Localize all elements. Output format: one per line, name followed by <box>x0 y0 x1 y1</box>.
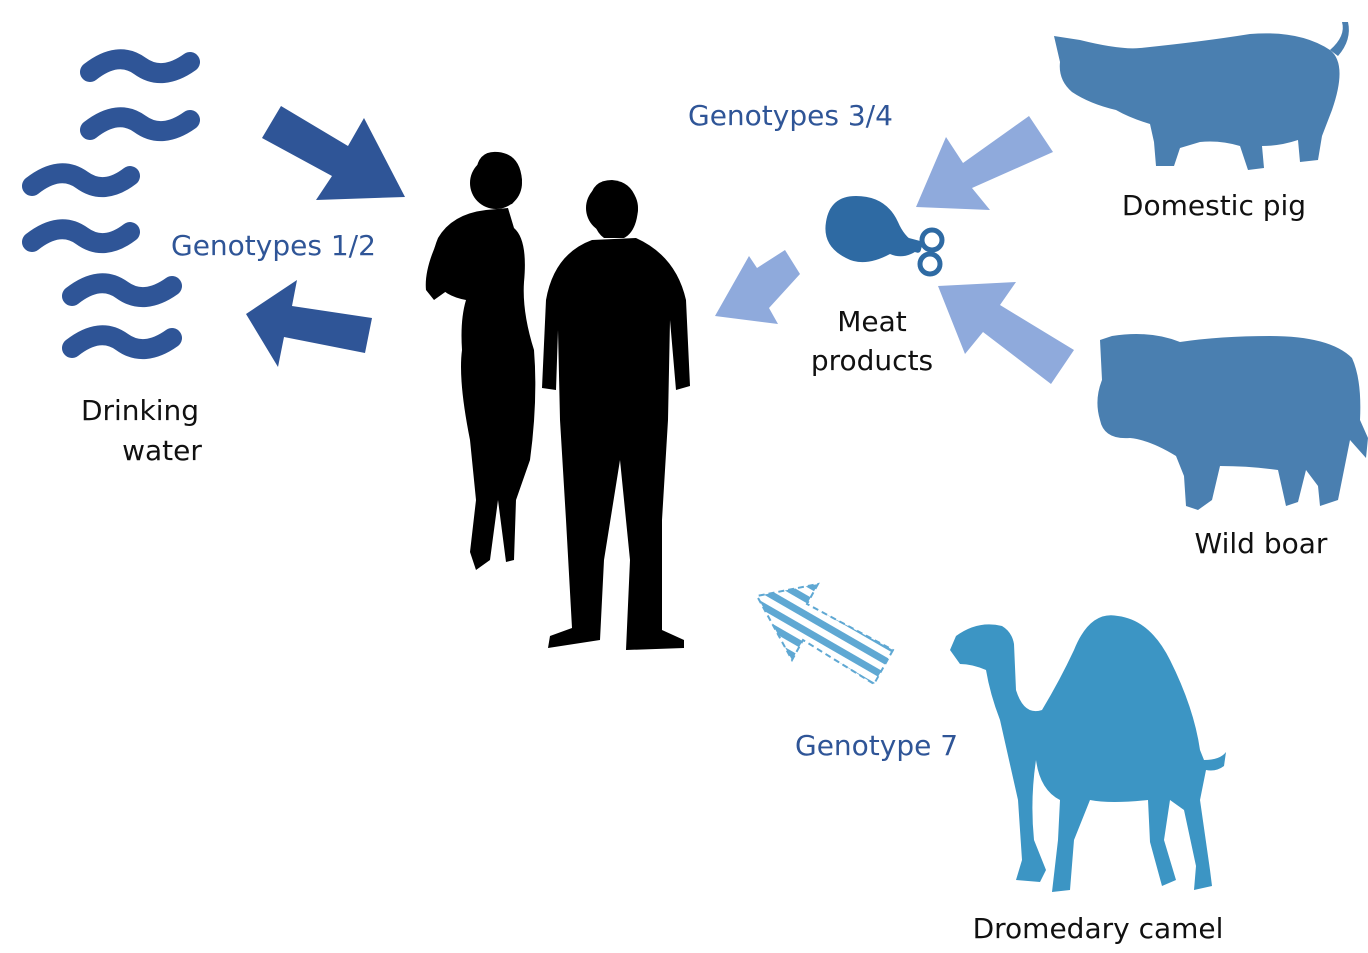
meat-drumstick-icon <box>825 196 942 274</box>
boar-to-meat-arrow <box>938 282 1074 384</box>
pig-to-meat-arrow <box>916 116 1053 210</box>
human-to-water-arrow <box>246 280 372 367</box>
wild-boar-label: Wild boar <box>1195 527 1328 560</box>
dromedary-camel-label: Dromedary camel <box>973 912 1224 945</box>
meat-products-label-line2: products <box>811 344 933 377</box>
wild-boar-silhouette-icon <box>1097 334 1368 510</box>
water-to-human-arrow <box>262 106 405 200</box>
water-waves-icon <box>32 59 190 349</box>
drinking-water-label-line2: water <box>122 434 202 467</box>
genotypes-3-4-label: Genotypes 3/4 <box>688 99 893 132</box>
drinking-water-label-line1: Drinking <box>81 394 199 427</box>
human-couple-silhouette-icon <box>426 152 690 650</box>
domestic-pig-label: Domestic pig <box>1122 189 1306 222</box>
pig-silhouette-icon <box>1054 22 1349 170</box>
camel-to-human-arrow <box>757 584 893 684</box>
meat-to-human-arrow <box>715 250 800 324</box>
camel-silhouette-icon <box>950 615 1226 892</box>
meat-products-label-line1: Meat <box>837 305 907 338</box>
genotypes-1-2-label: Genotypes 1/2 <box>171 229 376 262</box>
genotype-7-label: Genotype 7 <box>795 729 958 762</box>
